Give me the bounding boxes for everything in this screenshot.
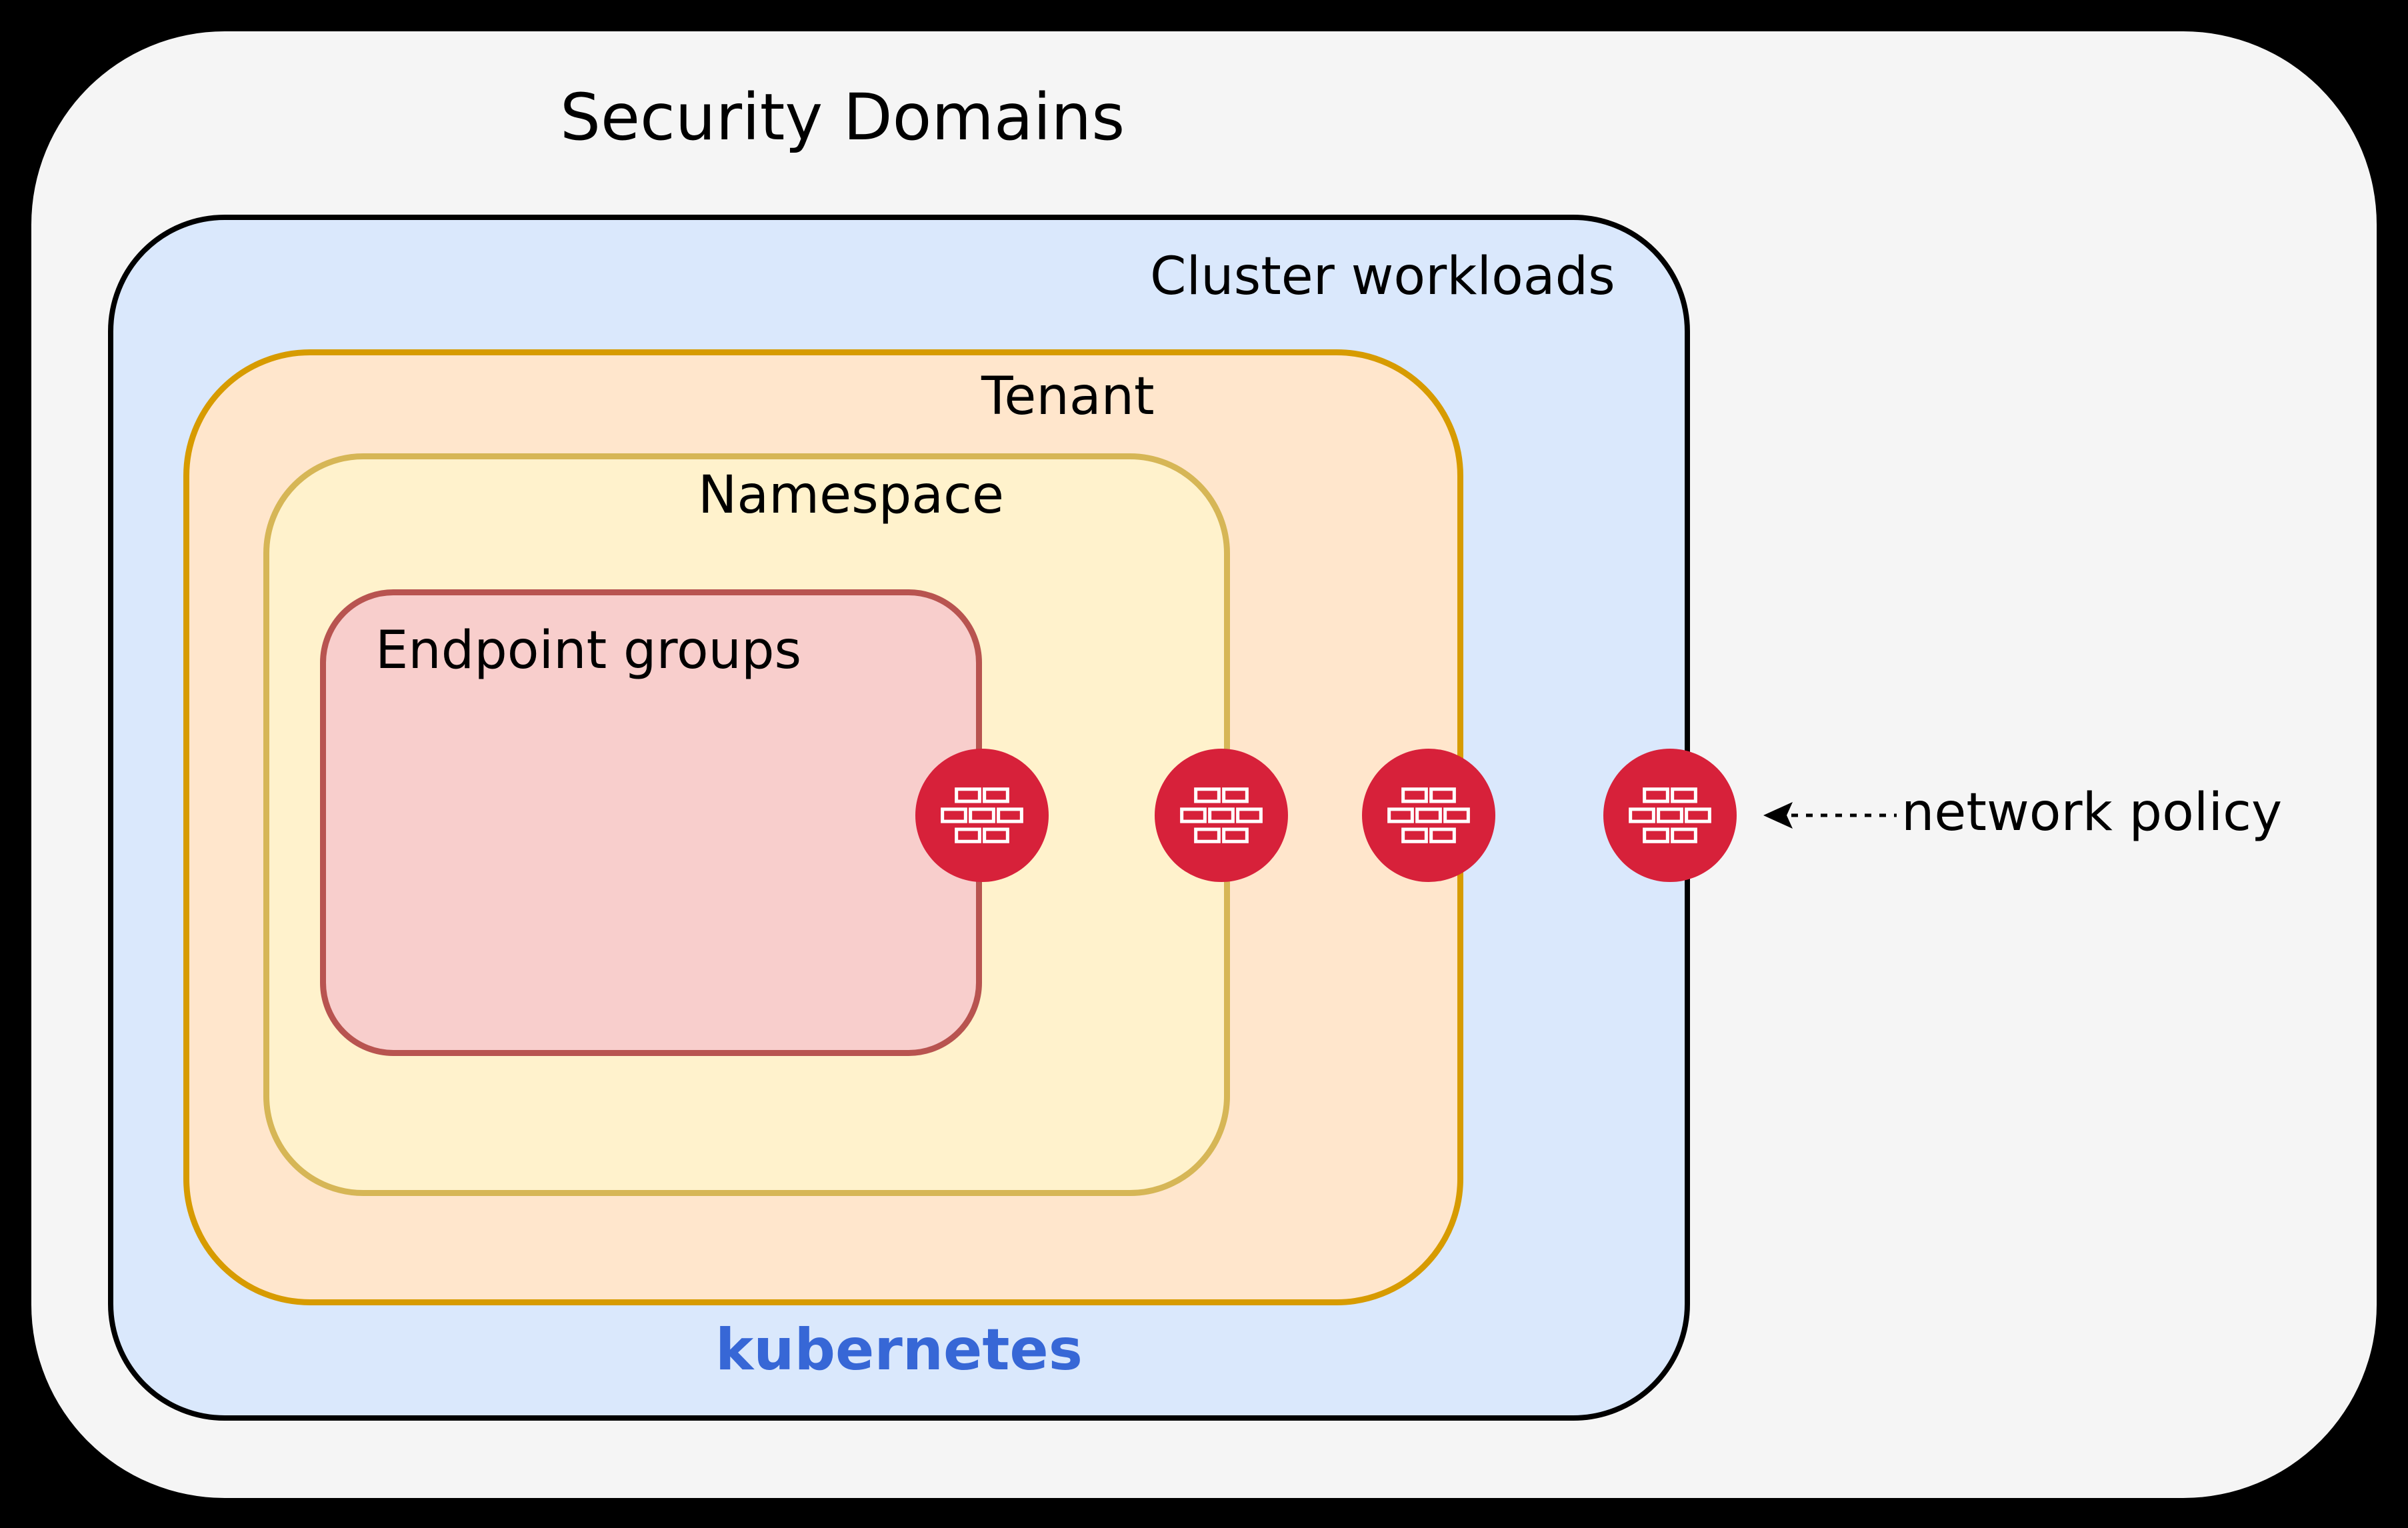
firewall-node-cluster-boundary <box>1603 749 1737 882</box>
firewall-node-endpoint-boundary <box>915 749 1049 882</box>
firewall-node-namespace-boundary <box>1155 749 1288 882</box>
domain-label-cluster-workloads: Cluster workloads <box>1150 247 1615 307</box>
domain-label-tenant: Tenant <box>981 367 1155 427</box>
firewall-node-tenant-boundary <box>1362 749 1495 882</box>
firewall-icon <box>1180 787 1263 843</box>
network-policy-arrow <box>1763 802 1897 829</box>
network-policy-label: network policy <box>1901 783 2283 843</box>
firewall-icon <box>941 787 1023 843</box>
firewall-icon <box>1629 787 1711 843</box>
kubernetes-label: kubernetes <box>715 1317 1083 1383</box>
page-title: Security Domains <box>560 80 1125 155</box>
domain-box-endpoint-groups <box>320 589 982 1056</box>
domain-label-endpoint-groups: Endpoint groups <box>375 621 802 681</box>
firewall-icon <box>1387 787 1470 843</box>
domain-label-namespace: Namespace <box>698 465 1004 525</box>
